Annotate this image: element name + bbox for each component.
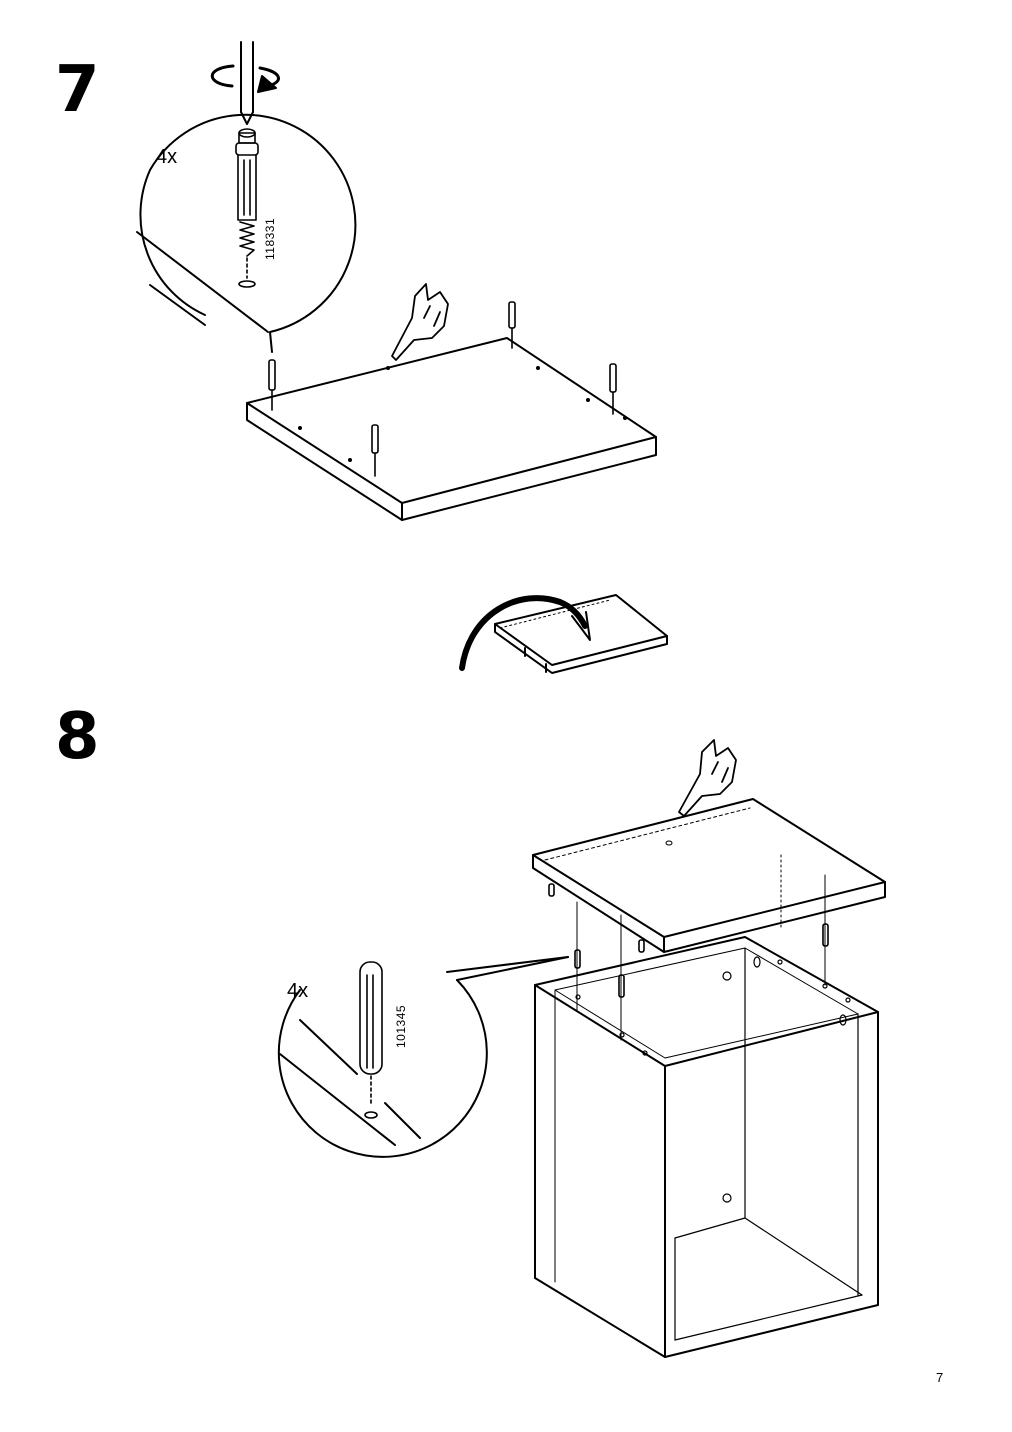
wooden-dowel-101345-icon (359, 961, 383, 1119)
rotate-arrow-icon (210, 64, 280, 93)
part-number: 101345 (394, 1004, 408, 1048)
detail-circle-step7 (136, 113, 357, 353)
step-number: 7 (55, 53, 100, 127)
cam-screw-118331-icon (235, 128, 259, 288)
quantity-label: 4x (156, 146, 178, 168)
panel-holes (298, 366, 627, 462)
flip-panel-icon (459, 594, 668, 674)
cabinet-frame (534, 936, 879, 1358)
top-panel-step8 (532, 798, 886, 953)
step-number: 8 (55, 700, 100, 774)
quantity-label: 4x (287, 980, 309, 1002)
panel-step7 (246, 337, 657, 521)
pointing-hand-icon (678, 739, 737, 817)
page-number: 7 (936, 1370, 944, 1385)
part-number: 118331 (263, 217, 277, 260)
panel-screws (268, 301, 617, 477)
screwdriver-icon (240, 41, 254, 125)
pointing-hand-icon (391, 283, 449, 361)
detail-circle-step8 (277, 956, 569, 1158)
cabinet-holes (575, 956, 851, 1203)
